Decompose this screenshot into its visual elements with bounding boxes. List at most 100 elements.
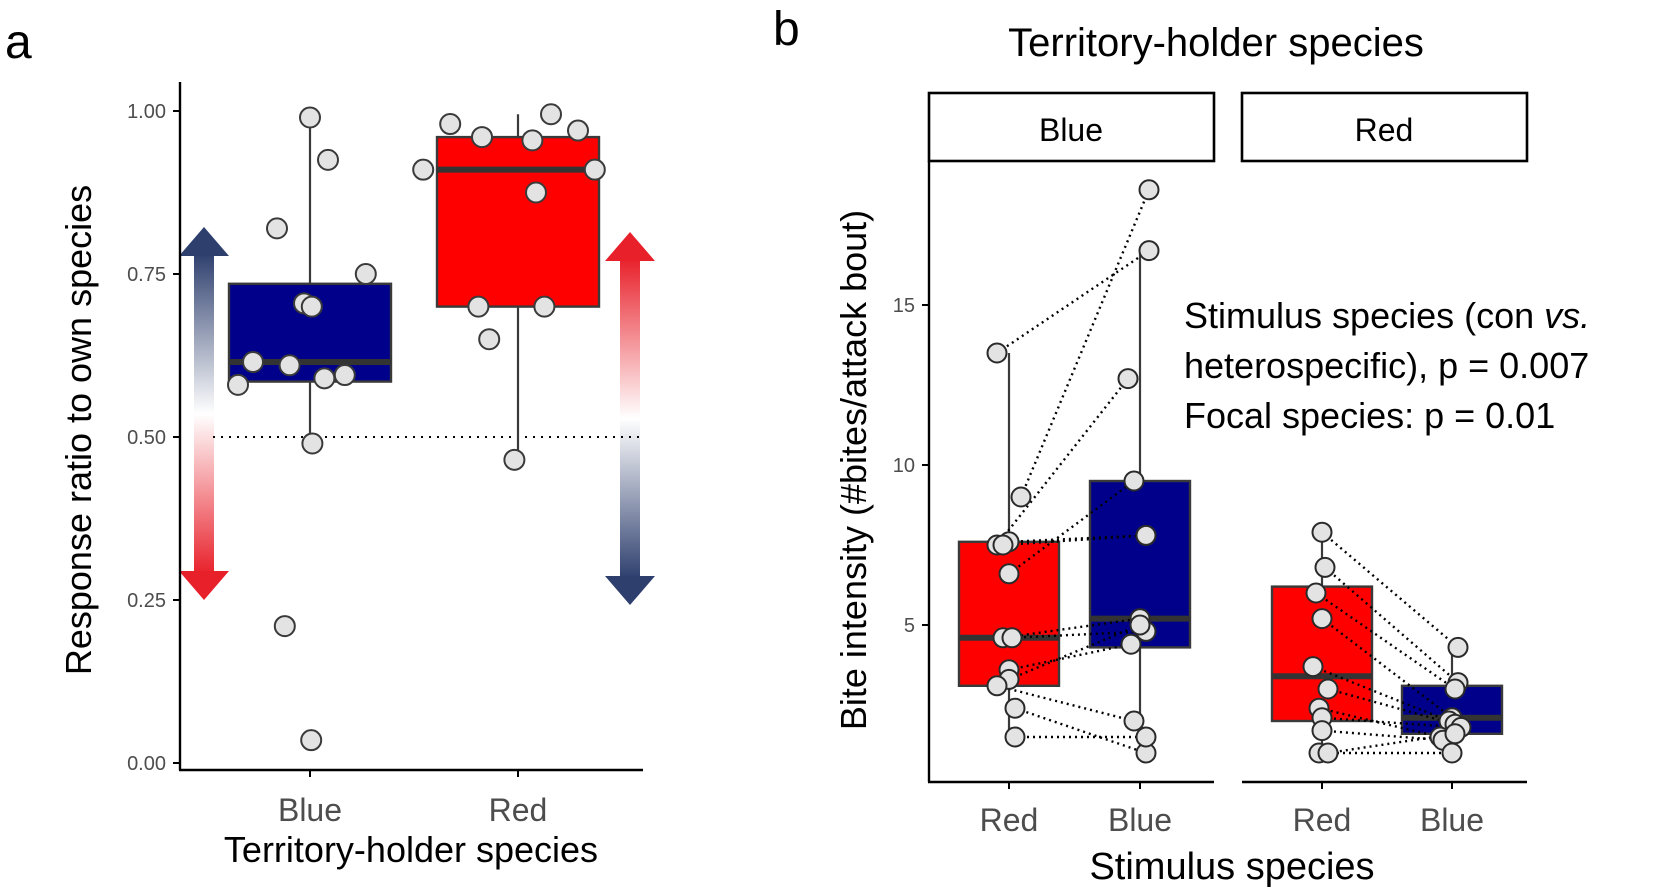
data-point <box>986 342 1008 364</box>
data-point <box>1302 656 1324 678</box>
data-point <box>1311 521 1333 543</box>
panel-a-letter: a <box>5 16 32 69</box>
data-point <box>266 217 288 240</box>
panel-a-y-label: Response ratio to own species <box>58 185 99 675</box>
data-point <box>1311 720 1333 742</box>
panel-b-y-label: Bite intensity (#bites/attack bout) <box>833 210 874 730</box>
data-point <box>1004 726 1026 748</box>
data-point <box>998 563 1020 585</box>
stats-annotation: Stimulus species (con vs. heterospecific… <box>1184 295 1590 436</box>
y-tick-label: 0.75 <box>127 264 166 286</box>
panel-a-x-label: Territory-holder species <box>224 829 598 870</box>
pair-line <box>1011 630 1147 639</box>
y-tick-label: 15 <box>893 295 915 317</box>
y-tick-label: 5 <box>904 615 915 637</box>
facet-blue <box>957 179 1192 764</box>
data-point <box>1305 582 1327 604</box>
x-tick-label: Red <box>1293 802 1352 838</box>
data-point <box>471 126 493 149</box>
facet-strip-red <box>1240 91 1529 163</box>
x-tick-label: Red <box>489 792 548 828</box>
y-tick-label: 1.00 <box>127 101 166 123</box>
data-point <box>992 534 1014 556</box>
gradient-arrow-left <box>179 227 229 600</box>
pair-line <box>1327 687 1456 726</box>
data-point <box>1001 627 1023 649</box>
data-point <box>1317 678 1339 700</box>
data-point <box>1129 614 1151 636</box>
data-point <box>313 367 336 390</box>
data-point <box>583 158 606 181</box>
data-point <box>1123 710 1145 732</box>
data-point <box>1138 240 1160 262</box>
panel-a-y-ticks: 0.000.250.500.751.00 <box>127 101 180 775</box>
y-tick-label: 10 <box>893 455 915 477</box>
data-point <box>278 354 301 377</box>
data-point <box>354 263 377 285</box>
data-point <box>1138 179 1160 201</box>
pair-line <box>1008 480 1135 575</box>
pair-line <box>1321 729 1444 742</box>
stats-line-3: Focal species: p = 0.01 <box>1184 395 1555 436</box>
x-tick-label: Blue <box>1108 802 1172 838</box>
data-point <box>1441 742 1463 764</box>
data-point <box>1004 697 1026 719</box>
data-point <box>521 129 544 152</box>
panel-b-title: Territory-holder species <box>1008 21 1424 65</box>
data-point <box>1117 368 1139 390</box>
panel-a-x-ticks: Blue Red <box>278 770 547 828</box>
data-point <box>273 615 296 638</box>
data-point <box>1317 742 1339 764</box>
y-tick-label: 0.00 <box>127 753 166 775</box>
data-point <box>333 364 356 387</box>
data-point <box>467 295 490 318</box>
data-point <box>1311 608 1333 630</box>
data-point <box>533 295 556 318</box>
data-point <box>478 328 501 351</box>
data-point <box>525 181 547 204</box>
data-point <box>503 448 526 471</box>
data-point <box>300 295 323 318</box>
pair-line <box>1008 643 1132 671</box>
gradient-arrow-right <box>605 232 655 605</box>
pair-line <box>1014 707 1147 755</box>
pair-line <box>1312 665 1450 723</box>
pair-line <box>1318 707 1441 739</box>
data-point <box>317 148 339 171</box>
data-point <box>540 103 562 126</box>
data-point <box>1135 726 1157 748</box>
data-point <box>299 106 321 129</box>
pair-line <box>1019 189 1151 498</box>
data-point <box>1447 636 1469 658</box>
data-point <box>301 432 324 455</box>
data-point <box>567 119 589 142</box>
data-point <box>300 729 323 752</box>
data-point <box>1444 678 1466 700</box>
data-point <box>227 373 249 396</box>
panel-a-boxes <box>227 103 606 752</box>
facet-label-red: Red <box>1355 112 1414 148</box>
facet-strip-blue <box>927 91 1216 163</box>
data-point <box>242 351 264 374</box>
data-point <box>1314 556 1336 578</box>
data-point <box>439 113 462 136</box>
panel-b-y-ticks: 5 10 15 <box>893 295 929 637</box>
data-point <box>1010 486 1032 508</box>
pair-line <box>996 249 1150 354</box>
panel-b: b Territory-holder species Blue Red 5101… <box>773 3 1590 888</box>
pair-line <box>1315 592 1456 690</box>
data-point <box>1123 470 1145 492</box>
data-point <box>412 158 435 181</box>
panel-b-x-label: Stimulus species <box>1089 846 1374 888</box>
data-point <box>986 675 1008 697</box>
facet-label-blue: Blue <box>1039 112 1103 148</box>
box-red <box>435 135 601 308</box>
x-tick-label: Red <box>980 802 1039 838</box>
x-tick-label: Blue <box>278 792 342 828</box>
pair-line <box>1002 617 1141 639</box>
stats-line-1: Stimulus species (con vs. <box>1184 295 1590 336</box>
data-point <box>1120 633 1142 655</box>
